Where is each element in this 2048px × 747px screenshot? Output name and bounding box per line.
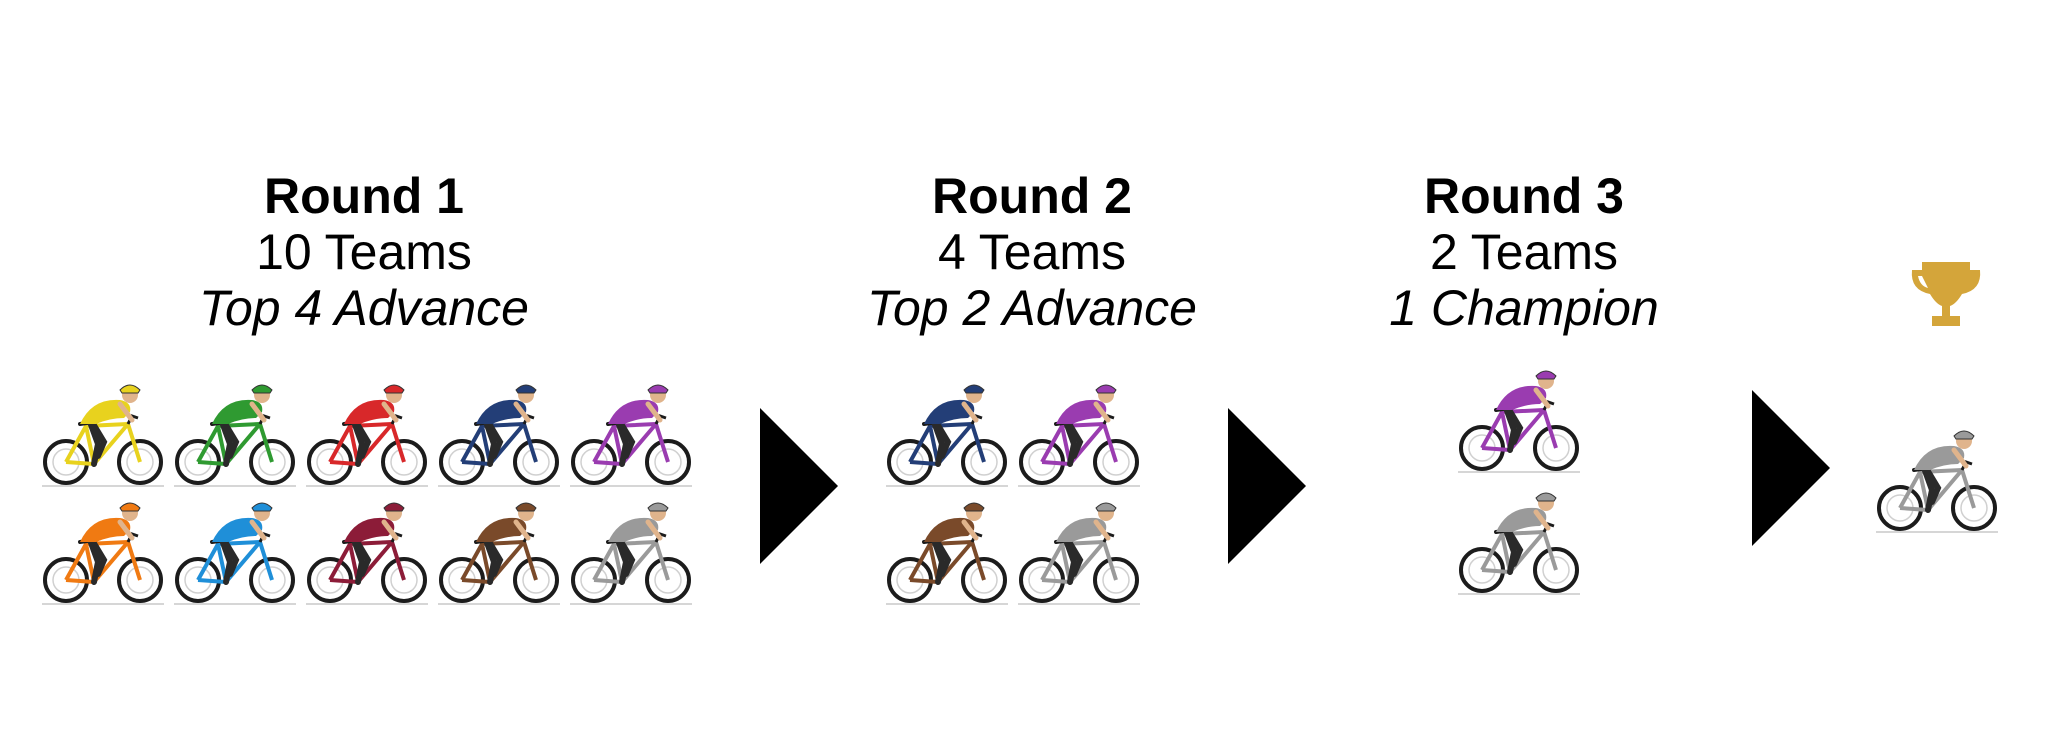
right-arrow-icon xyxy=(760,408,838,564)
cyclist-icon xyxy=(886,384,1008,487)
trophy-icon xyxy=(1911,262,1981,326)
round-2-note: Top 2 Advance xyxy=(867,280,1197,336)
cyclist-icon xyxy=(1458,370,1580,473)
cyclist-icon xyxy=(1018,502,1140,605)
cyclist-icon xyxy=(306,384,428,487)
cyclist-icon xyxy=(1876,430,1998,533)
round-3-teams: 2 Teams xyxy=(1429,224,1619,280)
round-3-header: Round 3 2 Teams 1 Champion xyxy=(1304,168,1744,336)
cyclist-icon xyxy=(438,384,560,487)
round-1-title: Round 1 xyxy=(264,168,464,224)
cyclist-icon xyxy=(306,502,428,605)
cyclist-icon xyxy=(174,384,296,487)
round-3-note: 1 Champion xyxy=(1389,280,1659,336)
right-arrow-icon xyxy=(1752,390,1830,546)
round-1-header: Round 1 10 Teams Top 4 Advance xyxy=(144,168,584,336)
round-2-title: Round 2 xyxy=(932,168,1132,224)
round-3-title: Round 3 xyxy=(1424,168,1624,224)
round-2-teams: 4 Teams xyxy=(937,224,1127,280)
cyclist-icon xyxy=(570,502,692,605)
cyclist-icon xyxy=(1018,384,1140,487)
cyclist-icon xyxy=(42,502,164,605)
cyclist-icon xyxy=(886,502,1008,605)
round-1-teams: 10 Teams xyxy=(256,224,472,280)
cyclist-icon xyxy=(1458,492,1580,595)
cyclist-icon xyxy=(174,502,296,605)
cyclist-icon xyxy=(570,384,692,487)
right-arrow-icon xyxy=(1228,408,1306,564)
cyclist-icon xyxy=(438,502,560,605)
cyclist-icon xyxy=(42,384,164,487)
round-1-note: Top 4 Advance xyxy=(199,280,529,336)
round-2-header: Round 2 4 Teams Top 2 Advance xyxy=(812,168,1252,336)
